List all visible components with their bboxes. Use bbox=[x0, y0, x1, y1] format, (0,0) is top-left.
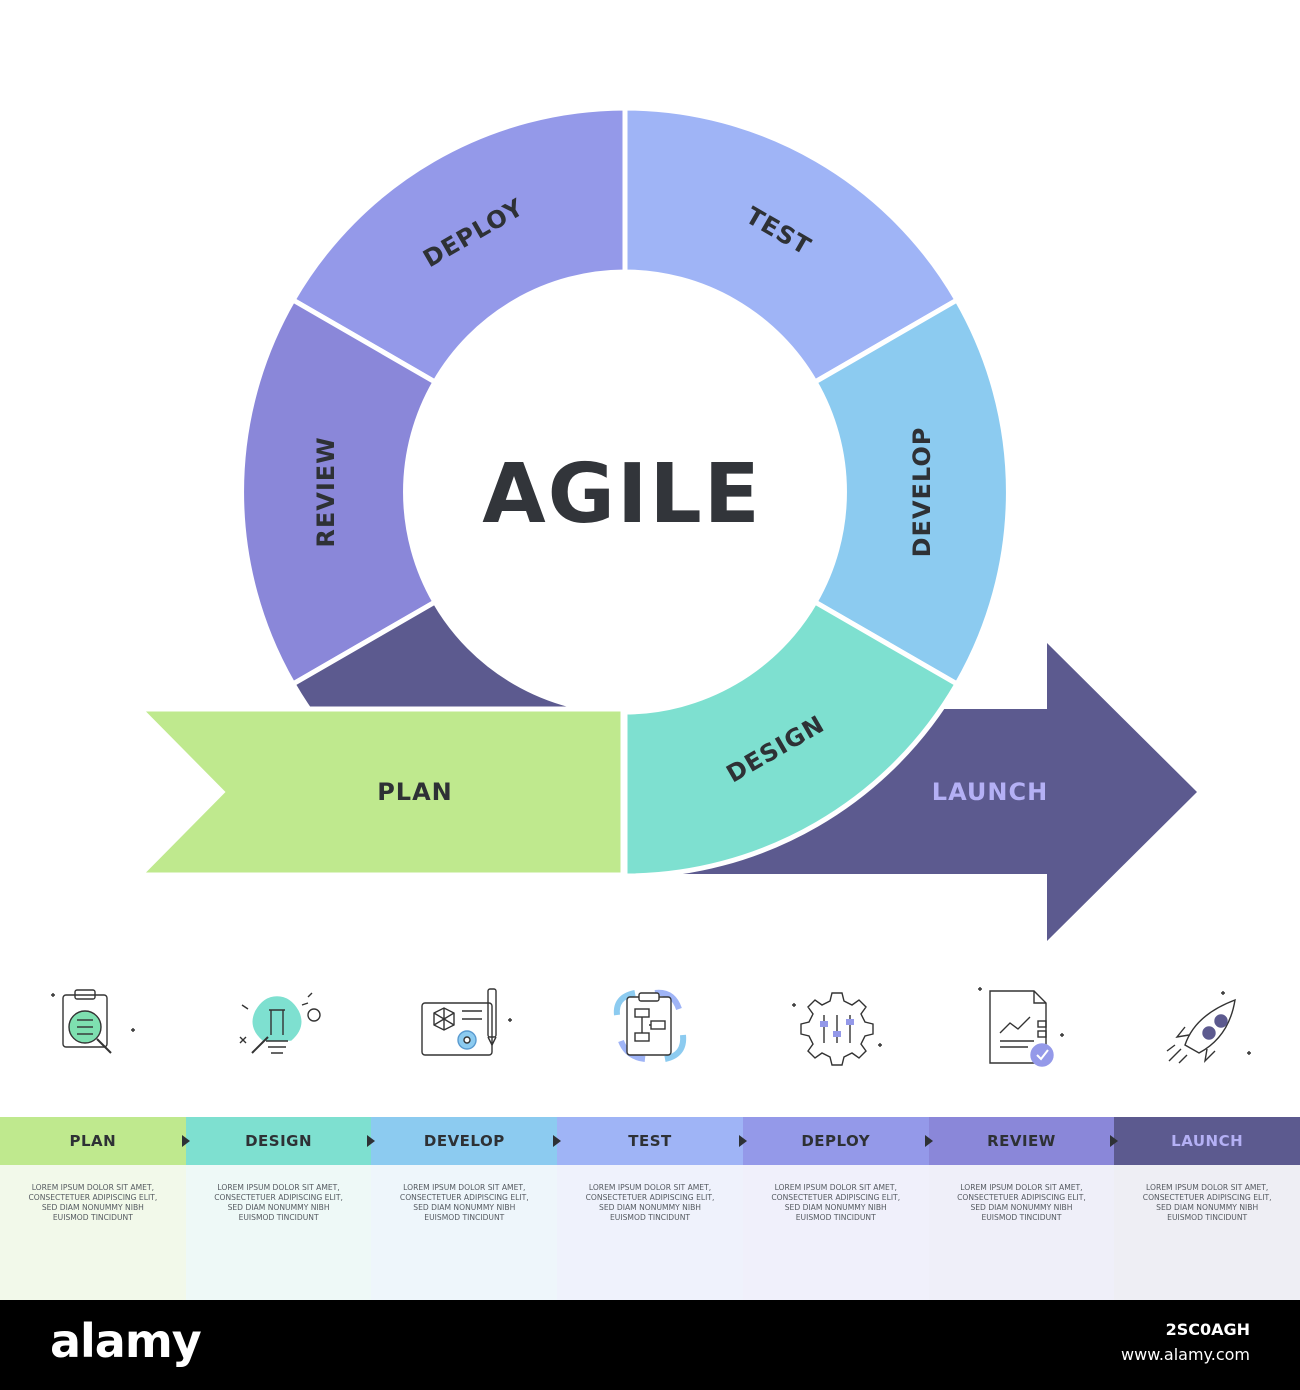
watermark-url: www.alamy.com bbox=[1121, 1345, 1250, 1364]
arrow-right-icon bbox=[553, 1135, 562, 1147]
watermark-footer: alamy 2SC0AGH www.alamy.com bbox=[0, 1300, 1300, 1390]
label-develop: DEVELOP bbox=[908, 427, 936, 558]
arrow-right-icon bbox=[367, 1135, 376, 1147]
review-report-icon bbox=[968, 975, 1078, 1075]
label-review: REVIEW bbox=[312, 436, 340, 547]
segment-test bbox=[622, 105, 961, 386]
plan-checklist-icon bbox=[35, 975, 145, 1075]
plan-ribbon bbox=[134, 706, 626, 878]
timeline-body: LOREM IPSUM DOLOR SIT AMET, CONSECTETUER… bbox=[557, 1165, 743, 1300]
timeline-col-launch: LAUNCH LOREM IPSUM DOLOR SIT AMET, CONSE… bbox=[1114, 1117, 1300, 1300]
timeline-col-test: TEST LOREM IPSUM DOLOR SIT AMET, CONSECT… bbox=[557, 1117, 747, 1300]
timeline-col-plan: PLAN LOREM IPSUM DOLOR SIT AMET, CONSECT… bbox=[0, 1117, 190, 1300]
test-clipboard-cycle-icon bbox=[595, 975, 705, 1075]
timeline-header: LAUNCH bbox=[1114, 1117, 1300, 1165]
segment-deploy bbox=[289, 105, 628, 386]
arrow-right-icon bbox=[1110, 1135, 1119, 1147]
design-lightbulb-icon bbox=[222, 975, 332, 1075]
icons-row bbox=[0, 975, 1300, 1085]
launch-rocket-icon bbox=[1155, 975, 1265, 1075]
watermark-logo: alamy bbox=[50, 1314, 202, 1368]
segment-design bbox=[622, 598, 961, 879]
timeline-header: DEPLOY bbox=[742, 1117, 933, 1165]
timeline-body: LOREM IPSUM DOLOR SIT AMET, CONSECTETUER… bbox=[928, 1165, 1115, 1300]
center-circle bbox=[407, 274, 843, 710]
timeline-body: LOREM IPSUM DOLOR SIT AMET, CONSECTETUER… bbox=[371, 1165, 558, 1300]
timeline-col-deploy: DEPLOY LOREM IPSUM DOLOR SIT AMET, CONSE… bbox=[742, 1117, 933, 1300]
timeline-header: PLAN bbox=[0, 1117, 190, 1165]
image-id: 2SC0AGH bbox=[1165, 1320, 1250, 1339]
arrow-right-icon bbox=[738, 1135, 747, 1147]
phase-timeline: PLAN LOREM IPSUM DOLOR SIT AMET, CONSECT… bbox=[0, 1117, 1300, 1300]
watermark-info: 2SC0AGH www.alamy.com bbox=[1121, 1320, 1250, 1364]
center-title: AGILE bbox=[482, 447, 762, 542]
timeline-col-review: REVIEW LOREM IPSUM DOLOR SIT AMET, CONSE… bbox=[928, 1117, 1119, 1300]
segment-develop bbox=[811, 296, 1011, 688]
timeline-header: DESIGN bbox=[185, 1117, 376, 1165]
develop-blueprint-icon bbox=[408, 975, 518, 1075]
timeline-header: DEVELOP bbox=[371, 1117, 562, 1165]
arrow-right-icon bbox=[181, 1135, 190, 1147]
timeline-body: LOREM IPSUM DOLOR SIT AMET, CONSECTETUER… bbox=[0, 1165, 186, 1300]
timeline-body: LOREM IPSUM DOLOR SIT AMET, CONSECTETUER… bbox=[185, 1165, 372, 1300]
label-plan: PLAN bbox=[377, 778, 453, 806]
timeline-col-develop: DEVELOP LOREM IPSUM DOLOR SIT AMET, CONS… bbox=[371, 1117, 562, 1300]
agile-cycle-diagram: AGILE DEPLOY TEST DEVELOP REVIEW DESIGN … bbox=[134, 105, 1197, 941]
timeline-body: LOREM IPSUM DOLOR SIT AMET, CONSECTETUER… bbox=[1114, 1165, 1300, 1300]
timeline-col-design: DESIGN LOREM IPSUM DOLOR SIT AMET, CONSE… bbox=[185, 1117, 376, 1300]
deploy-gear-sliders-icon bbox=[782, 975, 892, 1075]
label-launch: LAUNCH bbox=[932, 778, 1048, 806]
segment-review bbox=[239, 296, 439, 688]
timeline-header: REVIEW bbox=[928, 1117, 1119, 1165]
timeline-body: LOREM IPSUM DOLOR SIT AMET, CONSECTETUER… bbox=[742, 1165, 929, 1300]
timeline-header: TEST bbox=[557, 1117, 747, 1165]
arrow-right-icon bbox=[924, 1135, 933, 1147]
